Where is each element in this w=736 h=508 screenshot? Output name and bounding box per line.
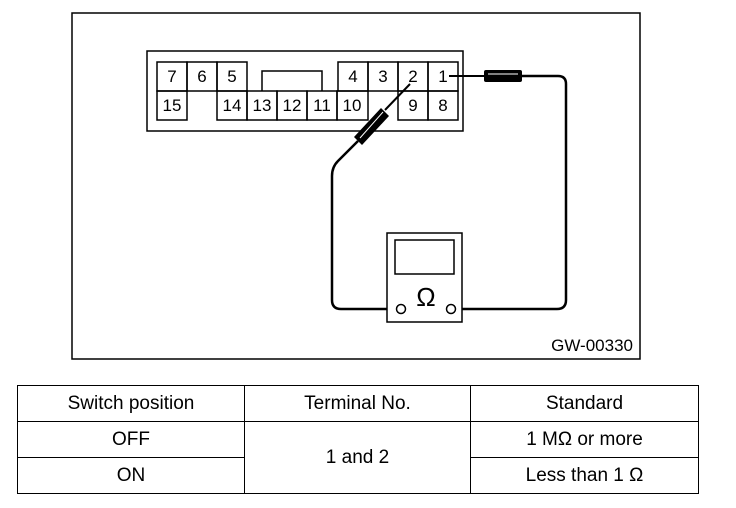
pin-label: 13	[253, 96, 272, 115]
pin-label: 10	[343, 96, 362, 115]
meter-terminal-right	[445, 303, 457, 315]
switch-position-cell: OFF	[17, 421, 245, 458]
pin-label: 9	[408, 96, 417, 115]
resistance-spec-table: Switch position Terminal No. Standard OF…	[17, 385, 699, 494]
diagram-frame	[71, 12, 641, 360]
connector-pin-labels: 7 6 5 4 3 2 1 15 14 13 12 11 10 9 8	[163, 67, 448, 115]
pin-label: 8	[438, 96, 447, 115]
pin-label: 7	[167, 67, 176, 86]
pin-label: 11	[313, 96, 331, 115]
figure-id: GW-00330	[551, 336, 633, 355]
table-row: OFF 1 and 2 1 MΩ or more	[17, 421, 699, 494]
meter-terminal-left	[395, 303, 407, 315]
standard-cell: Less than 1 Ω	[470, 457, 699, 494]
pin-label: 5	[227, 67, 236, 86]
table-row: ON Less than 1 Ω	[17, 457, 699, 494]
header-terminal-no: Terminal No.	[244, 385, 471, 422]
probe-terminal-1	[449, 70, 522, 82]
pin-label: 4	[348, 67, 357, 86]
pin-label: 14	[223, 96, 242, 115]
pin-label: 1	[438, 67, 447, 86]
terminal-no-cell: 1 and 2	[244, 421, 471, 494]
test-lead-right	[456, 74, 568, 311]
pin-label: 12	[283, 96, 302, 115]
pin-label: 15	[163, 96, 182, 115]
pin-label: 3	[378, 67, 387, 86]
standard-cell: 1 MΩ or more	[470, 421, 699, 458]
pin-label: 6	[197, 67, 206, 86]
ohmmeter: Ω	[386, 232, 463, 323]
probe-terminal-2	[354, 83, 411, 145]
connector	[146, 50, 464, 132]
table-header-row: Switch position Terminal No. Standard	[17, 385, 699, 422]
connector-test-diagram: 7 6 5 4 3 2 1 15 14 13 12 11 10 9 8 Ω GW…	[71, 12, 641, 360]
test-lead-left	[330, 140, 396, 311]
header-switch-position: Switch position	[17, 385, 245, 422]
pin-label: 2	[408, 67, 417, 86]
switch-position-cell: ON	[17, 457, 245, 494]
header-standard: Standard	[470, 385, 699, 422]
ohm-symbol: Ω	[416, 282, 435, 312]
